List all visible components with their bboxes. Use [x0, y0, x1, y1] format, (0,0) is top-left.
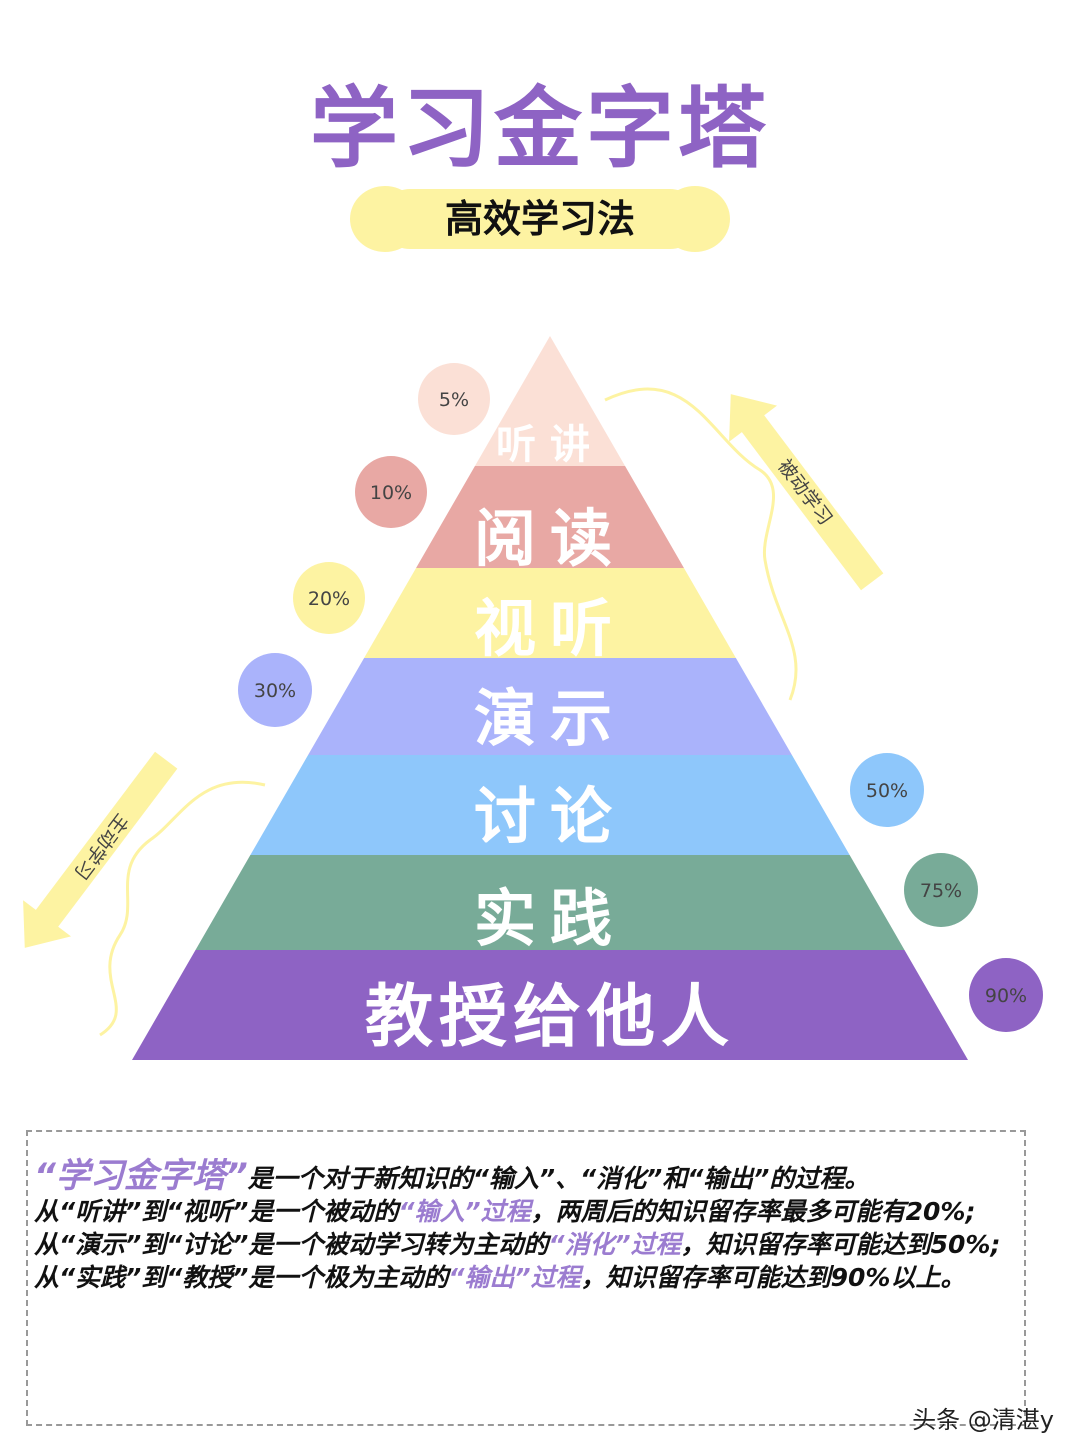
pyramid-layer	[416, 466, 684, 568]
active-learning-label: 主动学习	[70, 809, 133, 883]
percent-circle	[850, 753, 924, 827]
description-highlight: “输入”过程	[398, 1197, 531, 1226]
pyramid-layer-label: 视听	[474, 592, 626, 665]
pyramid-layer	[364, 568, 736, 658]
description-line-2: 从“听讲”到“视听”是一个被动的“输入”过程，两周后的知识留存率最多可能有20%…	[34, 1195, 1018, 1228]
watermark: 头条 @清湛y	[912, 1406, 1054, 1434]
percent-label: 90%	[985, 985, 1027, 1007]
description-highlight: “输出”过程	[448, 1263, 581, 1292]
description-line-4: 从“实践”到“教授”是一个极为主动的“输出”过程，知识留存率可能达到90%以上。	[34, 1261, 1018, 1294]
pyramid-layer	[132, 950, 968, 1060]
description-title: “学习金字塔”	[34, 1156, 248, 1196]
passive-brace	[604, 387, 798, 701]
description-highlight: “消化”过程	[548, 1230, 681, 1259]
percent-circle	[355, 456, 427, 528]
pyramid-layer-label: 阅读	[474, 502, 626, 575]
description-text: ，两周后的知识留存率最多可能有20%;	[530, 1197, 976, 1226]
description-text: ，知识留存率可能达到90%以上。	[580, 1263, 966, 1292]
pyramid-layer	[250, 755, 850, 855]
description-line-3: 从“演示”到“讨论”是一个被动学习转为主动的“消化”过程，知识留存率可能达到50…	[34, 1228, 1018, 1261]
description-text: 是一个对于新知识的“输入”、“消化”和“输出”的过程。	[247, 1164, 870, 1193]
description-text: 从“听讲”到“视听”是一个被动的	[34, 1197, 399, 1226]
percent-label: 10%	[370, 482, 412, 504]
pyramid-layer	[195, 855, 905, 950]
subtitle: 高效学习法	[444, 197, 635, 241]
description-line-1: “学习金字塔”是一个对于新知识的“输入”、“消化”和“输出”的过程。	[34, 1159, 1018, 1195]
percent-circle	[904, 853, 978, 927]
percent-circle	[418, 363, 490, 435]
percent-circles: 5% 10% 20% 30% 50% 75% 90%	[238, 363, 1043, 1032]
passive-learning-label: 被动学习	[773, 455, 836, 529]
percent-label: 30%	[254, 680, 296, 702]
percent-circle	[969, 958, 1043, 1032]
pyramid-layers	[132, 336, 968, 1060]
page-title: 学习金字塔	[309, 77, 770, 180]
description-text: 从“实践”到“教授”是一个极为主动的	[34, 1263, 449, 1292]
subtitle-bar	[380, 189, 700, 249]
passive-arrow: 被动学习	[729, 394, 884, 591]
pyramid-layer	[308, 658, 792, 755]
percent-label: 50%	[866, 780, 908, 802]
pyramid-layer-label: 讨论	[474, 780, 626, 853]
active-brace	[99, 780, 266, 1037]
description-box: “学习金字塔”是一个对于新知识的“输入”、“消化”和“输出”的过程。 从“听讲”…	[26, 1130, 1026, 1426]
percent-label: 5%	[439, 389, 469, 411]
percent-label: 20%	[308, 588, 350, 610]
active-arrow: 主动学习	[23, 751, 178, 948]
description-text: ，知识留存率可能达到50%;	[680, 1230, 1001, 1259]
pyramid-layer-label: 演示	[474, 682, 626, 755]
pyramid-layer-label: 教授给他人	[365, 977, 735, 1057]
percent-label: 75%	[920, 880, 962, 902]
subtitle-banner: 高效学习法	[350, 186, 730, 252]
description-text: 从“演示”到“讨论”是一个被动学习转为主动的	[34, 1230, 549, 1259]
pyramid-layer	[474, 336, 626, 466]
percent-circle	[293, 562, 365, 634]
pyramid-layer-label: 实践	[474, 882, 626, 955]
percent-circle	[238, 653, 312, 727]
pyramid-layer-label: 听讲	[496, 421, 604, 468]
